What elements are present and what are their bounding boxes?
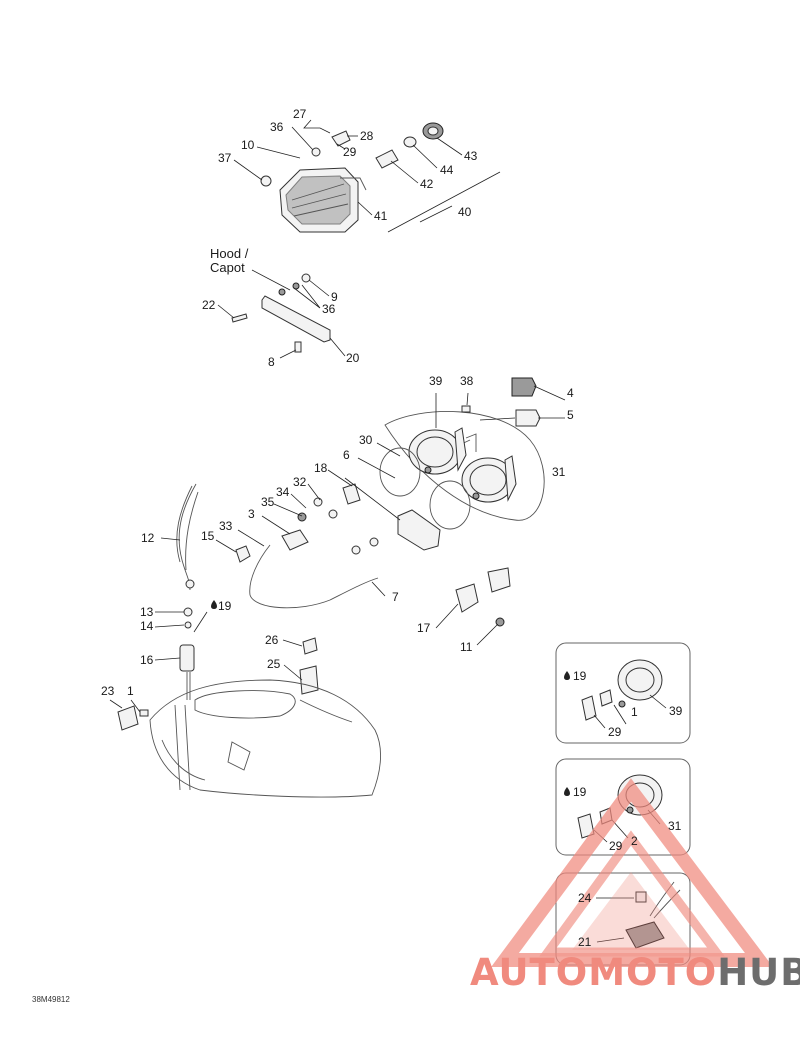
part-number-label: 5 bbox=[567, 408, 574, 422]
headlight-leaders bbox=[233, 119, 501, 233]
part-number-label: 1 bbox=[127, 684, 134, 698]
part-number-label: 37 bbox=[218, 151, 232, 165]
watermark-text: AUTOMOTOHUB bbox=[470, 951, 800, 994]
part-number-label: 36 bbox=[322, 302, 336, 316]
headlight-assembly bbox=[260, 122, 444, 233]
oil-drop-icon bbox=[564, 787, 570, 796]
part-number-label: 41 bbox=[374, 209, 388, 223]
part-number-label: 20 bbox=[346, 351, 360, 365]
part-number-label: 31 bbox=[668, 819, 682, 833]
part-number-label: 8 bbox=[268, 355, 275, 369]
hood-label-line1: Hood / bbox=[210, 246, 249, 261]
part-number-label: 34 bbox=[276, 485, 290, 499]
part-number-label: 27 bbox=[293, 107, 307, 121]
part-number-label: 31 bbox=[552, 465, 566, 479]
part-number-label: 1 bbox=[631, 705, 638, 719]
part-number-label: 23 bbox=[101, 684, 115, 698]
gauge-leaders bbox=[215, 385, 566, 553]
part-number-label: 42 bbox=[420, 177, 434, 191]
hood-bracket-leaders bbox=[217, 269, 346, 359]
inset-speedometer bbox=[555, 642, 691, 744]
part-number-label: 24 bbox=[578, 891, 592, 905]
part-number-label: 25 bbox=[267, 657, 281, 671]
harness-leaders bbox=[109, 537, 499, 713]
part-number-label: 40 bbox=[458, 205, 472, 219]
part-number-label: 32 bbox=[293, 475, 307, 489]
drawing-code: 38M49812 bbox=[32, 995, 70, 1004]
part-number-label: 35 bbox=[261, 495, 275, 509]
part-number-label: 6 bbox=[343, 448, 350, 462]
part-number-label: 30 bbox=[359, 433, 373, 447]
hood-label-line2: Capot bbox=[210, 260, 245, 275]
hood-body-outline bbox=[149, 679, 381, 798]
part-number-label: 3 bbox=[248, 507, 255, 521]
part-number-label: 28 bbox=[360, 129, 374, 143]
part-number-label: 39 bbox=[429, 374, 443, 388]
part-number-label: 11 bbox=[460, 640, 473, 654]
part-number-label: 19 bbox=[573, 785, 587, 799]
part-number-label: 43 bbox=[464, 149, 478, 163]
watermark-text-primary: AUTOMOTO bbox=[470, 951, 717, 994]
part-number-label: 26 bbox=[265, 633, 279, 647]
hood-bracket bbox=[231, 273, 331, 353]
part-number-label: 22 bbox=[202, 298, 216, 312]
part-number-label: 2 bbox=[631, 834, 638, 848]
part-number-label: 13 bbox=[140, 605, 154, 619]
part-number-label: 29 bbox=[609, 839, 623, 853]
part-number-label: 12 bbox=[141, 531, 155, 545]
gauge-cluster bbox=[235, 377, 545, 563]
watermark-logo bbox=[491, 778, 774, 967]
part-number-label: 17 bbox=[417, 621, 431, 635]
part-number-label: 21 bbox=[578, 935, 592, 949]
part-number-label: 4 bbox=[567, 386, 574, 400]
part-number-label: 39 bbox=[669, 704, 683, 718]
part-number-label: 16 bbox=[140, 653, 154, 667]
part-number-label: 18 bbox=[314, 461, 328, 475]
part-number-label: 19 bbox=[573, 669, 587, 683]
part-number-label: 15 bbox=[201, 529, 215, 543]
part-number-label: 14 bbox=[140, 619, 154, 633]
watermark-text-secondary: HUB bbox=[717, 951, 800, 994]
part-number-label: 36 bbox=[270, 120, 284, 134]
part-number-label: 7 bbox=[392, 590, 399, 604]
part-number-label: 29 bbox=[343, 145, 357, 159]
part-number-label: 44 bbox=[440, 163, 454, 177]
part-number-label: 38 bbox=[460, 374, 474, 388]
part-number-label: 9 bbox=[331, 290, 338, 304]
part-number-label: 29 bbox=[608, 725, 622, 739]
part-number-label: 33 bbox=[219, 519, 233, 533]
harness-and-cable bbox=[117, 483, 511, 731]
oil-drop-icon bbox=[211, 600, 217, 609]
oil-drop-icon bbox=[564, 671, 570, 680]
part-number-label: 10 bbox=[241, 138, 255, 152]
part-number-label: 19 bbox=[218, 599, 232, 613]
